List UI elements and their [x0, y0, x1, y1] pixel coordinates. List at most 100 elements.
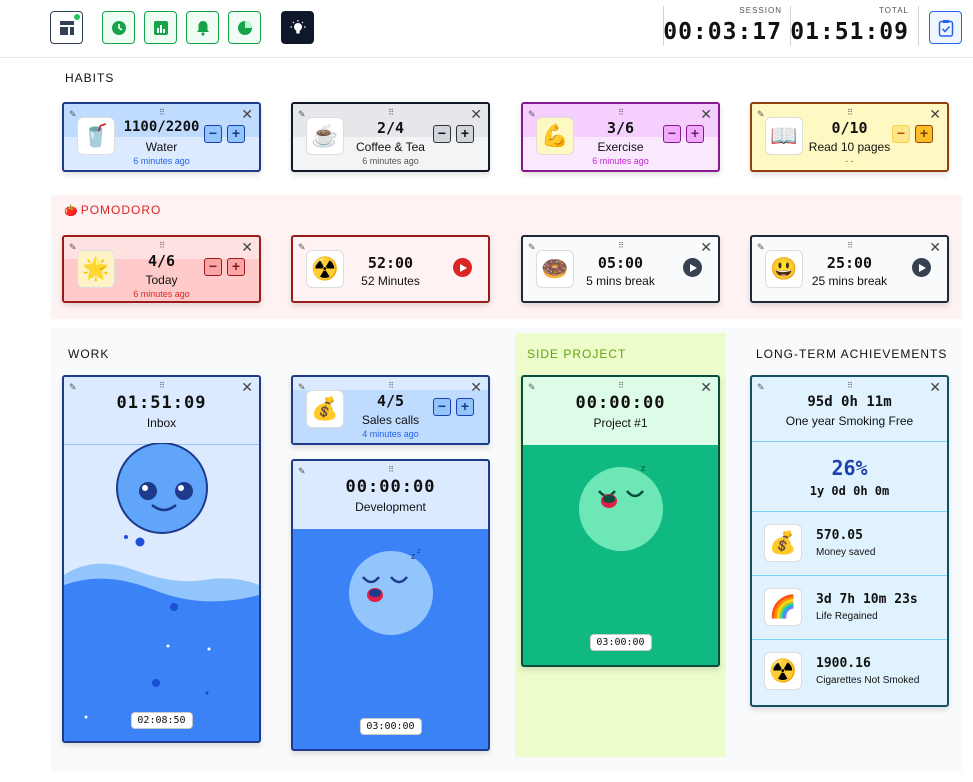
clipboard-check-icon: [938, 19, 953, 37]
edit-icon[interactable]: ✎: [528, 382, 536, 392]
work-card-sales-calls[interactable]: ✎ ⠿ ✕ 💰 4/5 Sales calls 4 minutes ago − …: [291, 375, 490, 445]
play-icon[interactable]: [453, 258, 472, 277]
theme-toggle-button[interactable]: [281, 11, 314, 44]
side-project-card[interactable]: ✎ ⠿ ✕ 00:00:00 Project #1 z 03:00:00: [521, 375, 720, 667]
drag-handle-icon[interactable]: ⠿: [388, 465, 394, 474]
drag-handle-icon[interactable]: ⠿: [847, 241, 853, 250]
edit-icon[interactable]: ✎: [298, 109, 306, 119]
rainbow-icon: 🌈: [764, 588, 802, 626]
edit-icon[interactable]: ✎: [298, 466, 306, 476]
stats-button[interactable]: [144, 11, 177, 44]
play-icon[interactable]: [912, 258, 931, 277]
svg-text:z: z: [411, 551, 416, 561]
drag-handle-icon[interactable]: ⠿: [159, 108, 165, 117]
pomodoro-name: 52 Minutes: [361, 274, 420, 288]
achievement-card-smoking-free[interactable]: ✎ ⠿ ✕ 95d 0h 11m One year Smoking Free 2…: [750, 375, 949, 707]
habit-card-coffee[interactable]: ✎ ⠿ ✕ ☕ 2/4 Coffee & Tea 6 minutes ago −…: [291, 102, 490, 172]
edit-icon[interactable]: ✎: [757, 382, 765, 392]
drag-handle-icon[interactable]: ⠿: [618, 381, 624, 390]
timer-value: 00:00:00: [575, 393, 666, 413]
work-card-development[interactable]: ✎ ⠿ ✕ 00:00:00 Development z z 03:00:00: [291, 459, 490, 751]
habit-name: Sales calls: [361, 413, 420, 427]
water-wave-illustration: [64, 563, 259, 741]
close-icon[interactable]: ✕: [470, 379, 482, 395]
habit-card-reading[interactable]: ✎ ⠿ ✕ 📖 0/10 Read 10 pages - - − +: [750, 102, 949, 172]
increment-button[interactable]: +: [686, 125, 704, 143]
edit-icon[interactable]: ✎: [757, 242, 765, 252]
pomodoro-count: 4/6: [147, 252, 176, 270]
achievement-cigarettes-not-smoked: ☢️ 1900.16 Cigarettes Not Smoked: [752, 639, 947, 705]
edit-icon[interactable]: ✎: [757, 109, 765, 119]
edit-icon[interactable]: ✎: [298, 242, 306, 252]
drag-handle-icon[interactable]: ⠿: [618, 108, 624, 117]
habit-name: Exercise: [597, 140, 644, 154]
clipboard-button[interactable]: [929, 11, 962, 44]
edit-icon[interactable]: ✎: [298, 382, 306, 392]
close-icon[interactable]: ✕: [241, 106, 253, 122]
achievement-money-saved: 💰 570.05 Money saved: [752, 511, 947, 575]
increment-button[interactable]: +: [456, 398, 474, 416]
edit-icon[interactable]: ✎: [69, 242, 77, 252]
dashboard-layout-button[interactable]: [50, 11, 83, 44]
decrement-button[interactable]: −: [433, 398, 451, 416]
increment-button[interactable]: +: [227, 125, 245, 143]
clock-button[interactable]: [102, 11, 135, 44]
habit-last-updated: 6 minutes ago: [362, 156, 419, 166]
habits-section-title: HABITS: [65, 71, 115, 85]
close-icon[interactable]: ✕: [700, 106, 712, 122]
pomodoro-card-today[interactable]: ✎ ⠿ ✕ 🌟 4/6 Today 6 minutes ago − +: [62, 235, 261, 303]
close-icon[interactable]: ✕: [700, 239, 712, 255]
drag-handle-icon[interactable]: ⠿: [618, 241, 624, 250]
close-icon[interactable]: ✕: [929, 239, 941, 255]
timer-name: Inbox: [146, 416, 177, 430]
pomodoro-card-52-minutes[interactable]: ✎ ☢️ 52:00 52 Minutes: [291, 235, 490, 303]
pie-chart-button[interactable]: [228, 11, 261, 44]
drag-handle-icon[interactable]: ⠿: [388, 381, 394, 390]
decrement-button[interactable]: −: [204, 258, 222, 276]
achievement-progress-row: 26% 1y 0d 0h 0m: [752, 441, 947, 511]
close-icon[interactable]: ✕: [241, 239, 253, 255]
drag-handle-icon[interactable]: ⠿: [159, 381, 165, 390]
bubble-character-happy: [116, 443, 208, 547]
increment-button[interactable]: +: [227, 258, 245, 276]
decrement-button[interactable]: −: [433, 125, 451, 143]
countdown-pill: 03:00:00: [359, 718, 422, 735]
edit-icon[interactable]: ✎: [528, 109, 536, 119]
achievement-elapsed: 1y 0d 0h 0m: [809, 484, 890, 498]
work-card-inbox[interactable]: ✎ ⠿ ✕ 01:51:09 Inbox 02:08:50: [62, 375, 261, 743]
play-icon[interactable]: [683, 258, 702, 277]
coffee-icon: ☕: [306, 117, 344, 155]
edit-icon[interactable]: ✎: [528, 242, 536, 252]
pie-chart-icon: [237, 20, 252, 35]
drag-handle-icon[interactable]: ⠿: [847, 381, 853, 390]
edit-icon[interactable]: ✎: [69, 109, 77, 119]
close-icon[interactable]: ✕: [929, 106, 941, 122]
drag-handle-icon[interactable]: ⠿: [388, 108, 394, 117]
edit-icon[interactable]: ✎: [69, 382, 77, 392]
close-icon[interactable]: ✕: [470, 106, 482, 122]
notifications-button[interactable]: [186, 11, 219, 44]
close-icon[interactable]: ✕: [241, 379, 253, 395]
pomodoro-name: 5 mins break: [586, 274, 655, 288]
drag-handle-icon[interactable]: ⠿: [159, 241, 165, 250]
bell-icon: [196, 20, 209, 36]
decrement-button[interactable]: −: [892, 125, 910, 143]
pomodoro-card-5-mins-break[interactable]: ✎ ⠿ ✕ 🍩 05:00 5 mins break: [521, 235, 720, 303]
habit-name: Read 10 pages: [808, 140, 891, 154]
decrement-button[interactable]: −: [204, 125, 222, 143]
close-icon[interactable]: ✕: [700, 379, 712, 395]
pomodoro-card-25-mins-break[interactable]: ✎ ⠿ ✕ 😃 25:00 25 mins break: [750, 235, 949, 303]
increment-button[interactable]: +: [456, 125, 474, 143]
timer-header: [293, 461, 488, 529]
session-timer: SESSION 00:03:17: [663, 6, 782, 46]
habit-card-exercise[interactable]: ✎ ⠿ ✕ 💪 3/6 Exercise 6 minutes ago − +: [521, 102, 720, 172]
flexed-arm-icon: 💪: [536, 117, 574, 155]
increment-button[interactable]: +: [915, 125, 933, 143]
close-icon[interactable]: ✕: [929, 379, 941, 395]
top-bar: SESSION 00:03:17 TOTAL 01:51:09: [0, 0, 973, 58]
decrement-button[interactable]: −: [663, 125, 681, 143]
habit-card-water[interactable]: ✎ ⠿ ✕ 🥤 1100/2200 Water 6 minutes ago − …: [62, 102, 261, 172]
bubble-character-sleeping: z z: [349, 548, 433, 635]
drag-handle-icon[interactable]: ⠿: [847, 108, 853, 117]
pomodoro-duration: 52:00: [367, 254, 414, 272]
